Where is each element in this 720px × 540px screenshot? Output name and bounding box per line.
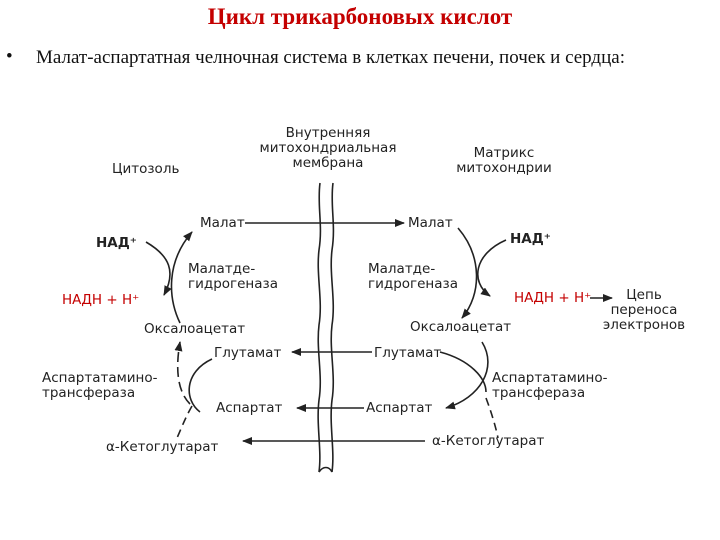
membrane-line-right <box>330 182 335 473</box>
left-cofactor-arc <box>145 241 172 296</box>
matrix-label: Матрикс митохондрии <box>456 145 552 176</box>
right-arrow-dash-to-akg <box>485 397 499 439</box>
bullet-text: Малат-аспартатная челночная система в кл… <box>36 47 625 68</box>
left-ketoglutarate: α-Кетоглутарат <box>106 439 219 455</box>
right-cofactor-arc <box>476 239 507 297</box>
right-glu-arc <box>439 351 487 393</box>
right-aspartate: Аспартат <box>366 400 433 416</box>
right-ketoglutarate: α-Кетоглутарат <box>432 433 545 449</box>
right-oxaloacetate: Оксалоацетат <box>410 319 512 335</box>
right-glutamate: Глутамат <box>374 345 442 361</box>
left-arrow-oaa-to-malate <box>170 231 193 324</box>
right-nad: НАД⁺ <box>510 231 551 247</box>
right-mdh: Малатде- гидрогеназа <box>368 261 458 292</box>
left-oxaloacetate: Оксалоацетат <box>144 321 246 337</box>
right-nadh: НАДН + Н⁺ <box>514 290 592 306</box>
slide-title: Цикл трикарбоновых кислот <box>207 4 513 29</box>
left-glutamate: Глутамат <box>214 345 282 361</box>
right-arrow-malate-to-oaa <box>457 227 478 319</box>
left-aspartate: Аспартат <box>216 400 283 416</box>
right-electron-chain: Цепь переноса электронов <box>602 287 686 333</box>
inner-membrane <box>317 182 335 473</box>
left-arrow-asp-to-oaa <box>174 341 191 405</box>
right-arrow-oaa-to-asp <box>445 341 489 410</box>
bullet-marker: • <box>6 46 13 67</box>
membrane-bottom <box>318 466 333 473</box>
left-malate: Малат <box>200 215 245 231</box>
left-arrow-dash-to-akg <box>175 405 193 441</box>
membrane-line-left <box>317 182 322 473</box>
left-nadh: НАДН + Н⁺ <box>62 292 140 308</box>
left-nad: НАД⁺ <box>96 235 137 251</box>
left-glu-akg-arc <box>188 358 213 413</box>
membrane-label: Внутренняя митохондриальная мембрана <box>259 125 397 171</box>
left-ast: Аспартатамино- трансфераза <box>42 370 158 401</box>
cytosol-label: Цитозоль <box>112 161 180 177</box>
left-mdh: Малатде- гидрогеназа <box>188 261 278 292</box>
right-malate: Малат <box>408 215 453 231</box>
right-ast: Аспартатамино- трансфераза <box>492 370 608 401</box>
